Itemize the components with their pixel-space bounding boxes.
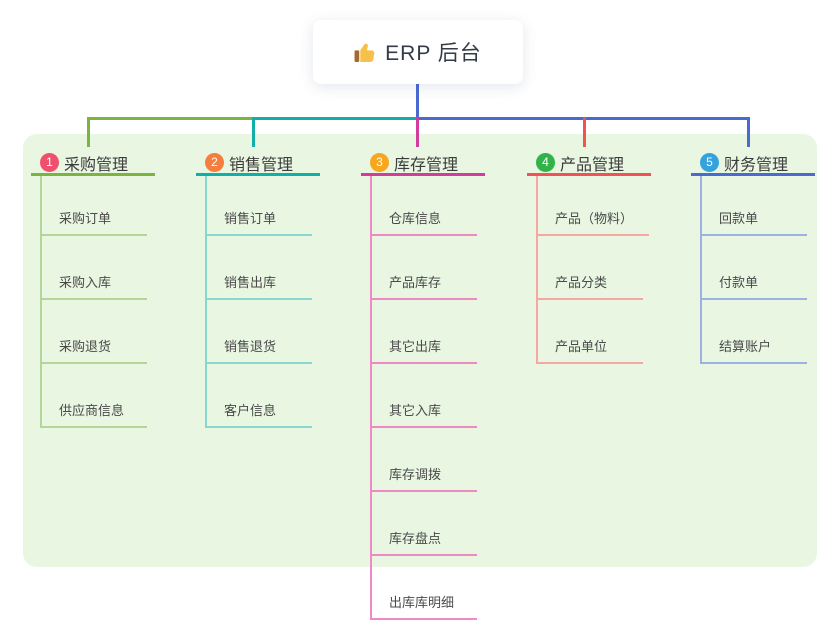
child-node-label: 产品单位: [555, 339, 608, 354]
branch-children: 仓库信息产品库存其它出库其它入库库存调拨库存盘点出库库明细: [370, 176, 485, 620]
branch-column: 5 财务管理 回款单付款单结算账户: [691, 152, 815, 364]
child-node-label: 销售出库: [224, 275, 277, 290]
child-node[interactable]: 回款单: [702, 176, 807, 236]
connector-horizontal-1: [87, 117, 254, 120]
child-node[interactable]: 库存盘点: [372, 492, 477, 556]
child-node-label: 销售订单: [224, 211, 277, 226]
thumbs-up-icon: [354, 42, 375, 63]
child-node-label: 库存盘点: [389, 531, 442, 546]
branch-number-badge: 1: [40, 153, 59, 172]
child-node[interactable]: 供应商信息: [42, 364, 147, 428]
branches-panel: [23, 134, 817, 567]
child-node[interactable]: 客户信息: [207, 364, 312, 428]
child-node-label: 产品分类: [555, 275, 608, 290]
branch-number-badge: 4: [536, 153, 555, 172]
child-node-label: 库存调拨: [389, 467, 442, 482]
child-node[interactable]: 仓库信息: [372, 176, 477, 236]
branch-header[interactable]: 3 库存管理: [361, 152, 485, 176]
child-node[interactable]: 销售退货: [207, 300, 312, 364]
connector-drop-5: [747, 117, 750, 147]
child-node-label: 其它入库: [389, 403, 442, 418]
child-node[interactable]: 产品（物料）: [538, 176, 650, 236]
child-node-label: 出库库明细: [389, 595, 455, 610]
child-node[interactable]: 其它出库: [372, 300, 477, 364]
child-node-label: 回款单: [719, 211, 759, 226]
child-node[interactable]: 产品单位: [538, 300, 643, 364]
branch-children: 回款单付款单结算账户: [700, 176, 815, 364]
child-node-label: 付款单: [719, 275, 759, 290]
branch-header[interactable]: 4 产品管理: [527, 152, 651, 176]
connector-drop-1: [87, 117, 90, 147]
connector-horizontal-2: [252, 117, 419, 120]
branch-children: 产品（物料） 产品分类产品单位: [536, 176, 651, 364]
branch-column: 1 采购管理 采购订单采购入库采购退货供应商信息: [31, 152, 155, 428]
child-node-label: 仓库信息: [389, 211, 442, 226]
child-node-label: 采购退货: [59, 339, 112, 354]
branch-number-badge: 5: [700, 153, 719, 172]
child-node-label: 采购订单: [59, 211, 112, 226]
branch-header[interactable]: 1 采购管理: [31, 152, 155, 176]
child-node-label: 产品（物料）: [555, 211, 634, 226]
branch-column: 2 销售管理 销售订单销售出库销售退货客户信息: [196, 152, 320, 428]
child-node-label: 客户信息: [224, 403, 277, 418]
child-node-label: 结算账户: [719, 339, 772, 354]
child-node[interactable]: 出库库明细: [372, 556, 477, 620]
child-node[interactable]: 库存调拨: [372, 428, 477, 492]
connector-trunk: [416, 84, 419, 117]
child-node[interactable]: 产品库存: [372, 236, 477, 300]
child-node[interactable]: 其它入库: [372, 364, 477, 428]
branch-children: 销售订单销售出库销售退货客户信息: [205, 176, 320, 428]
child-node[interactable]: 采购入库: [42, 236, 147, 300]
branch-number-badge: 3: [370, 153, 389, 172]
branch-number-badge: 2: [205, 153, 224, 172]
child-node[interactable]: 销售订单: [207, 176, 312, 236]
child-node[interactable]: 销售出库: [207, 236, 312, 300]
connector-drop-2: [252, 117, 255, 147]
branch-header[interactable]: 2 销售管理: [196, 152, 320, 176]
connector-drop-4: [583, 117, 586, 147]
child-node-label: 供应商信息: [59, 403, 125, 418]
connector-drop-3: [416, 117, 419, 147]
child-node[interactable]: 采购退货: [42, 300, 147, 364]
child-node[interactable]: 付款单: [702, 236, 807, 300]
child-node-label: 产品库存: [389, 275, 442, 290]
branch-label: 销售管理: [229, 156, 294, 174]
child-node-label: 采购入库: [59, 275, 112, 290]
child-node[interactable]: 产品分类: [538, 236, 643, 300]
child-node[interactable]: 采购订单: [42, 176, 147, 236]
branch-label: 采购管理: [64, 156, 129, 174]
branch-children: 采购订单采购入库采购退货供应商信息: [40, 176, 155, 428]
child-node-label: 其它出库: [389, 339, 442, 354]
root-node[interactable]: ERP 后台: [313, 20, 523, 84]
child-node[interactable]: 结算账户: [702, 300, 807, 364]
branch-column: 4 产品管理 产品（物料） 产品分类产品单位: [527, 152, 651, 364]
branch-header[interactable]: 5 财务管理: [691, 152, 815, 176]
branch-label: 财务管理: [724, 156, 789, 174]
root-node-label: ERP 后台: [385, 42, 482, 65]
branch-label: 产品管理: [560, 156, 625, 174]
branch-column: 3 库存管理 仓库信息产品库存其它出库其它入库库存调拨库存盘点出库库明细: [361, 152, 485, 620]
child-node-label: 销售退货: [224, 339, 277, 354]
branch-label: 库存管理: [394, 156, 459, 174]
